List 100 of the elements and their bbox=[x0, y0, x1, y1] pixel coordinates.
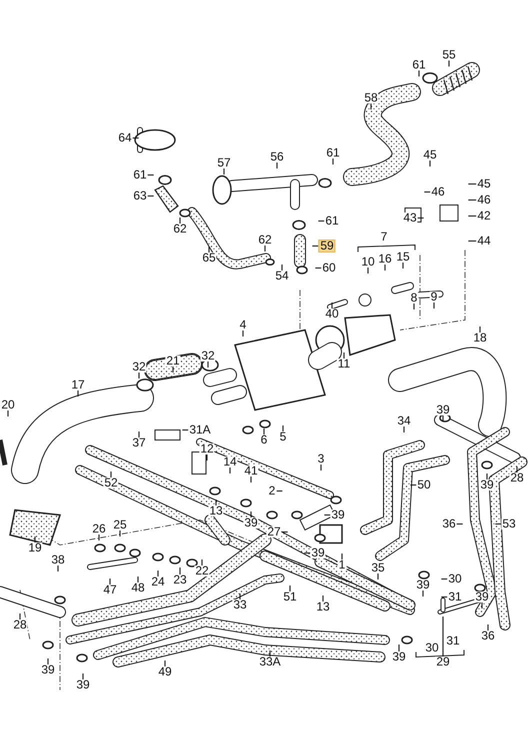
callout-number: 5 bbox=[278, 432, 288, 442]
callout-number: 15 bbox=[395, 252, 411, 262]
leader-line bbox=[147, 174, 154, 176]
callout-number: 33 bbox=[232, 600, 248, 610]
leader-line bbox=[276, 162, 278, 169]
callout-number: 46 bbox=[430, 186, 446, 198]
callout-number: 39 bbox=[243, 518, 259, 528]
callout-number: 13 bbox=[208, 506, 224, 516]
callout-number: 30 bbox=[447, 574, 463, 584]
callout-number: 34 bbox=[396, 416, 412, 426]
callout-number: 21 bbox=[165, 356, 181, 366]
callout-number: 40 bbox=[324, 308, 340, 320]
callout-number: 11 bbox=[336, 358, 352, 370]
leader-line bbox=[332, 158, 334, 165]
callout-number: 33A bbox=[258, 656, 282, 668]
callout-number: 39 bbox=[75, 680, 91, 690]
callout-number: 57 bbox=[216, 158, 232, 168]
callout-number: 49 bbox=[157, 666, 173, 678]
callout-number: 9 bbox=[430, 292, 438, 302]
callout-number: 8 bbox=[410, 292, 418, 304]
leader-line bbox=[172, 366, 174, 373]
leader-line bbox=[98, 534, 100, 541]
callout-number: 16 bbox=[377, 254, 393, 264]
callout-number: 62 bbox=[257, 234, 273, 246]
callout-number: 42 bbox=[476, 210, 492, 222]
leader-line bbox=[418, 70, 420, 77]
leader-line bbox=[442, 415, 444, 422]
callout-number: 29 bbox=[435, 656, 451, 668]
leader-line bbox=[206, 454, 208, 461]
callout-number: 53 bbox=[501, 518, 517, 530]
callout-number: 24 bbox=[150, 576, 166, 588]
leader-line bbox=[440, 596, 448, 598]
callout-number: 28 bbox=[509, 472, 525, 484]
leader-line bbox=[370, 103, 372, 110]
leader-line bbox=[320, 464, 322, 471]
callout-number: 4 bbox=[238, 320, 248, 330]
callout-number: 39 bbox=[310, 548, 326, 558]
callout-number: 10 bbox=[360, 256, 376, 268]
callout-number: 43 bbox=[402, 212, 418, 224]
callout-number: 31 bbox=[445, 636, 461, 646]
callout-number: 61 bbox=[411, 60, 427, 70]
leader-line bbox=[402, 262, 404, 269]
callout-number: 2 bbox=[268, 486, 276, 496]
leader-line bbox=[164, 660, 166, 667]
leader-line bbox=[486, 473, 488, 480]
leader-line bbox=[34, 536, 36, 543]
callout-number: 32 bbox=[131, 362, 147, 372]
callout-number: 60 bbox=[321, 262, 337, 274]
callout-number: 45 bbox=[476, 178, 492, 190]
callout-number: 39 bbox=[391, 652, 407, 662]
callout-number: 64 bbox=[117, 132, 133, 144]
leader-line bbox=[442, 616, 444, 657]
callout-number: 31 bbox=[447, 592, 463, 602]
callout-number: 52 bbox=[103, 478, 119, 488]
callout-number: 19 bbox=[27, 542, 43, 554]
leader-line bbox=[448, 60, 450, 67]
callout-number: 39 bbox=[415, 580, 431, 590]
callout-number: 28 bbox=[12, 620, 28, 630]
callout-number: 59 bbox=[318, 240, 336, 252]
callout-number: 6 bbox=[260, 434, 268, 446]
callout-number: 7 bbox=[380, 232, 388, 242]
callout-number: 39 bbox=[474, 592, 490, 602]
leader-line bbox=[318, 220, 325, 222]
callout-number: 36 bbox=[441, 518, 457, 530]
leader-line bbox=[322, 595, 324, 602]
callout-number: 36 bbox=[480, 630, 496, 642]
callout-number: 30 bbox=[424, 642, 440, 654]
leader-line bbox=[282, 425, 284, 432]
leader-line bbox=[82, 673, 84, 680]
callout-number: 1 bbox=[338, 560, 346, 570]
callout-number: 45 bbox=[422, 150, 438, 160]
callout-number: 61 bbox=[325, 148, 341, 158]
leader-line bbox=[516, 466, 518, 473]
leader-line bbox=[250, 511, 252, 518]
callout-number: 39 bbox=[40, 664, 56, 676]
callout-number: 63 bbox=[132, 190, 148, 202]
callout-number: 55 bbox=[441, 50, 457, 60]
callout-number: 31A bbox=[188, 424, 212, 436]
callout-number: 37 bbox=[131, 438, 147, 448]
leader-line bbox=[384, 264, 386, 271]
callout-number: 22 bbox=[194, 566, 210, 576]
callout-number: 41 bbox=[243, 466, 259, 476]
callout-number: 14 bbox=[222, 456, 238, 468]
leader-line bbox=[110, 471, 112, 478]
callout-number: 23 bbox=[172, 574, 188, 586]
callout-number: 32 bbox=[200, 350, 216, 362]
leader-line bbox=[276, 490, 283, 492]
leader-line bbox=[138, 372, 140, 379]
leader-line bbox=[398, 644, 400, 652]
leader-line bbox=[468, 240, 477, 242]
callout-number: 3 bbox=[316, 454, 326, 464]
callout-number: 54 bbox=[274, 270, 290, 282]
callout-number: 39 bbox=[330, 510, 346, 520]
callout-number: 58 bbox=[363, 92, 379, 104]
callout-number: 20 bbox=[0, 400, 16, 410]
callout-number: 44 bbox=[476, 236, 492, 246]
callout-number: 50 bbox=[416, 480, 432, 490]
leader-line bbox=[264, 245, 266, 252]
callout-number: 13 bbox=[315, 602, 331, 612]
callout-number: 39 bbox=[479, 480, 495, 490]
